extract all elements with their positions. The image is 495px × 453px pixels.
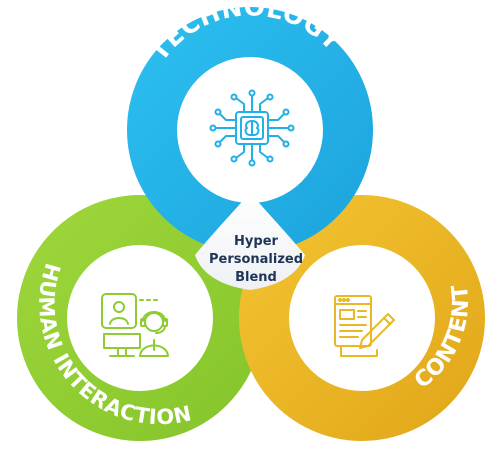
- center-blend-shape: [195, 192, 305, 290]
- brain-chip-icon: [209, 89, 295, 167]
- document-pencil-icon: [334, 295, 395, 357]
- video-call-support-icon: [101, 293, 169, 357]
- content-ring: [239, 195, 485, 441]
- center-text-line3: Blend: [235, 270, 277, 285]
- center-text-line2: Personalized: [209, 252, 303, 267]
- center-text-line1: Hyper: [234, 234, 278, 249]
- human-interaction-ring: [17, 195, 263, 441]
